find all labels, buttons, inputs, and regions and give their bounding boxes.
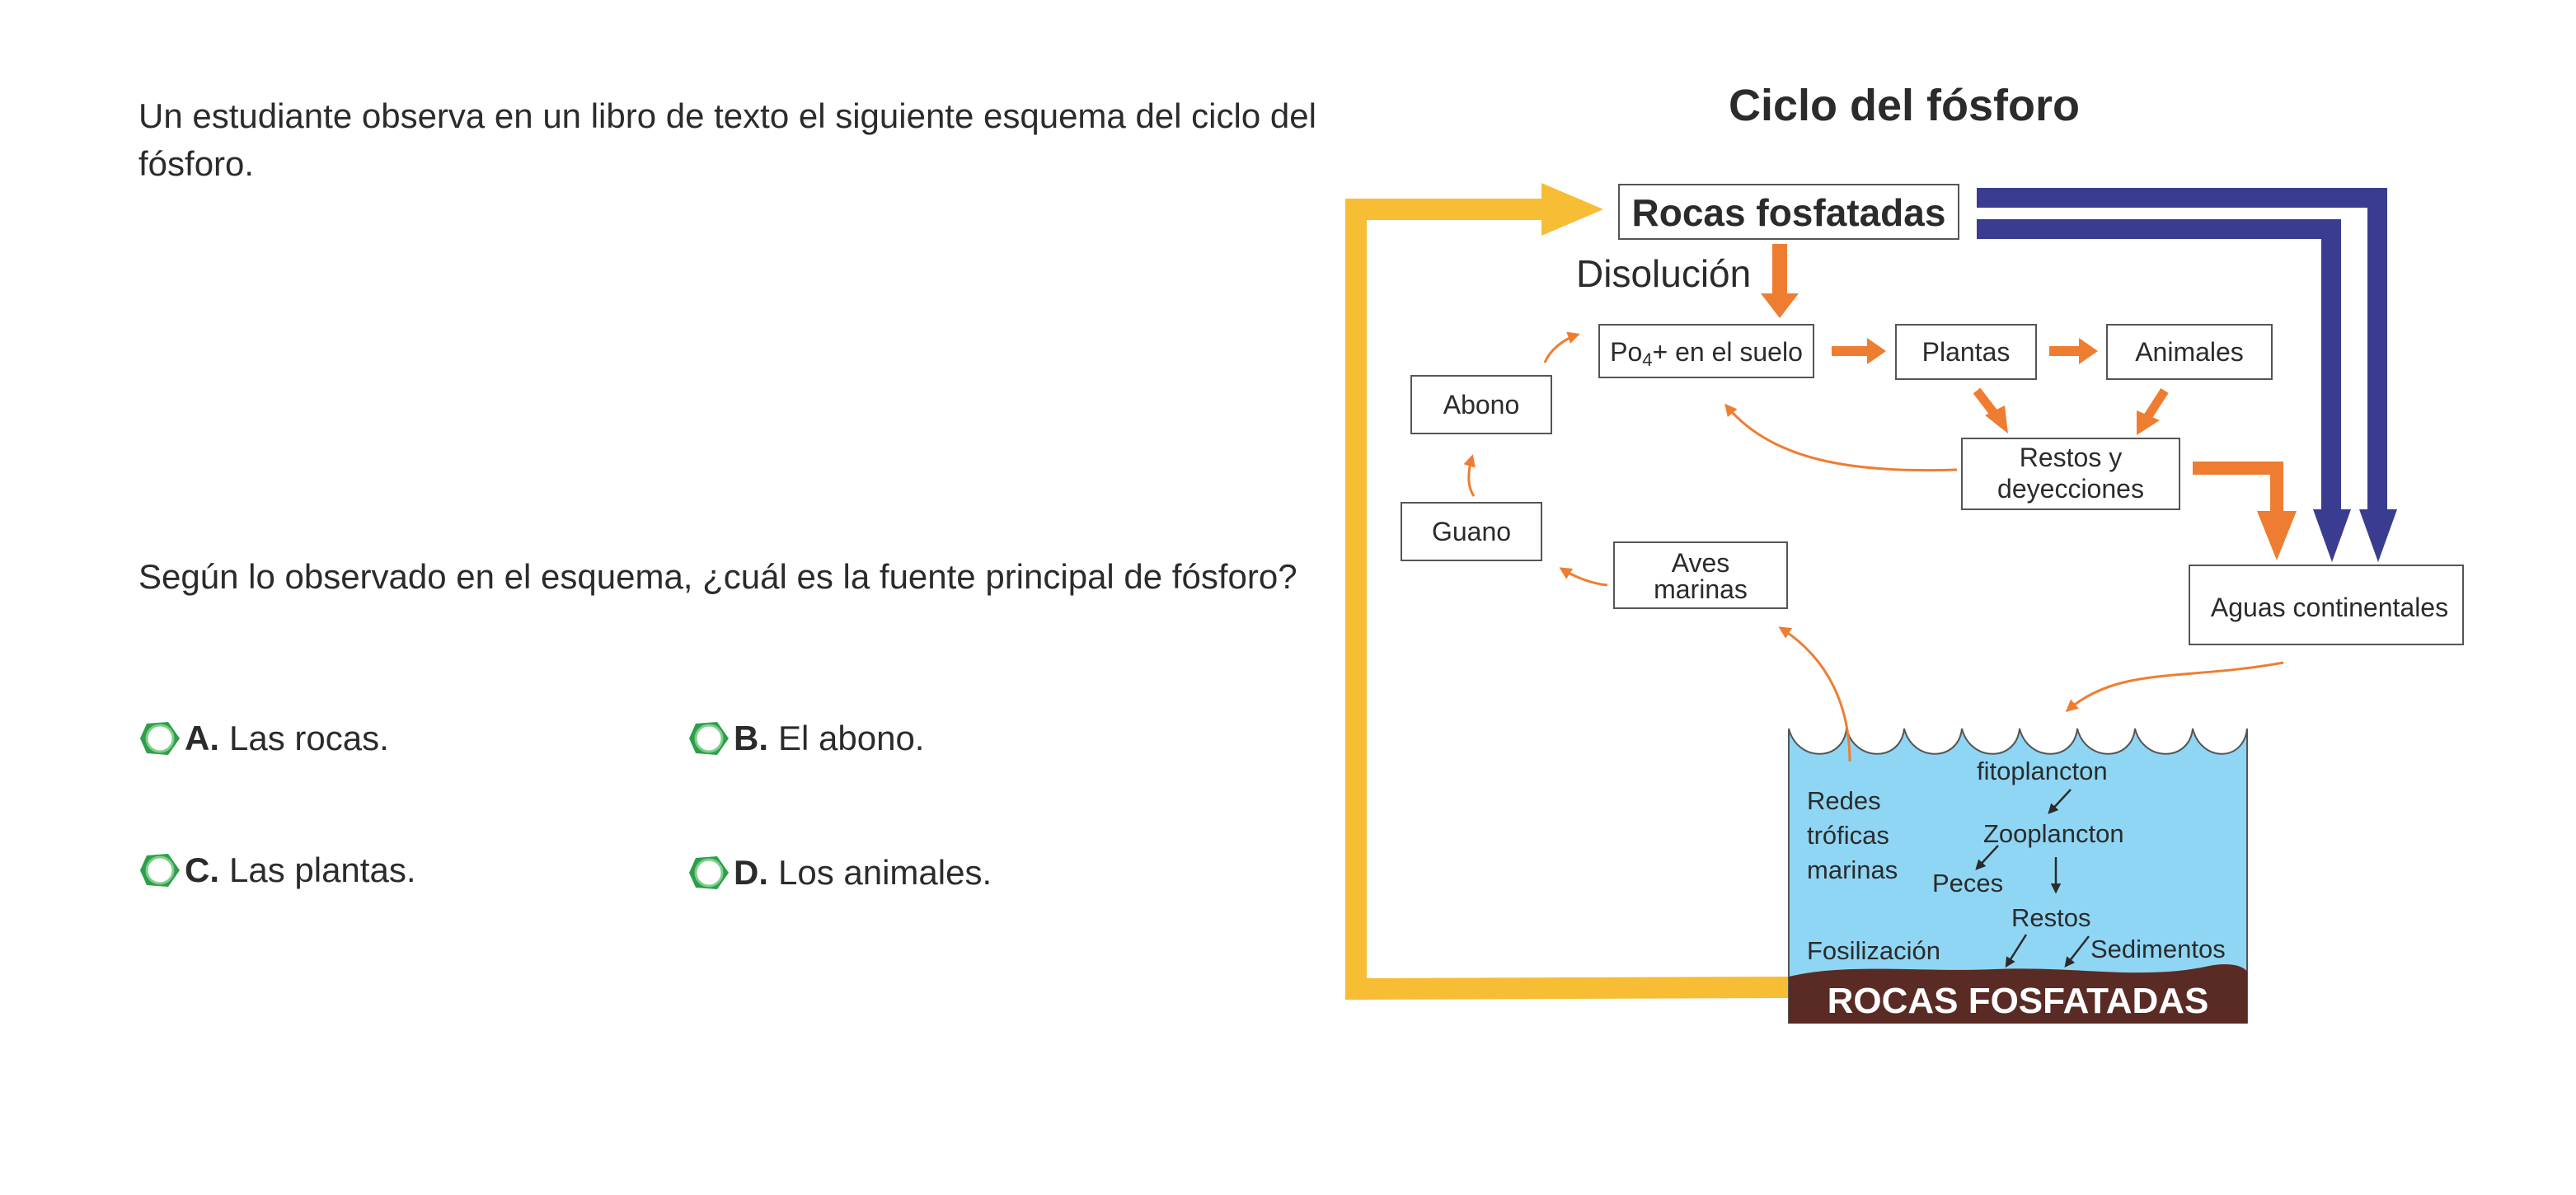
option-label: Las rocas.: [229, 719, 389, 757]
guano-label: Guano: [1432, 517, 1511, 546]
arrow-animales-restos: [2142, 388, 2169, 421]
fitoplancton-label: fitoplancton: [1977, 757, 2108, 785]
aves-box: [1613, 541, 1788, 609]
arrow-aguas-ocean: [2065, 661, 2284, 712]
option-a[interactable]: A. Las rocas.: [138, 717, 389, 760]
aves-line1: Aves: [1672, 548, 1730, 578]
arrow-guano-abono: [1463, 454, 1476, 497]
arrow-aves-guano: [1559, 567, 1608, 587]
radio-icon[interactable]: [687, 851, 730, 894]
arrow-zoo-peces: [1975, 845, 1999, 870]
animales-label: Animales: [2135, 337, 2244, 367]
aguas-box: [2189, 565, 2464, 645]
restos-ocean-label: Restos: [2011, 903, 2090, 932]
plantas-label: Plantas: [1922, 337, 2011, 367]
intro-text: Un estudiante observa en un libro de tex…: [138, 96, 1316, 183]
po4-label: Po4+ en el suelo: [1610, 337, 1803, 370]
arrow-restos-rocas: [2005, 934, 2028, 968]
fosilizacion-label: Fosilización: [1807, 936, 1940, 965]
dissolution-arrow: [1761, 244, 1799, 318]
rocas-top-label: Rocas fosfatadas: [1632, 191, 1946, 234]
arrow-plantas-animales: [2049, 338, 2098, 364]
option-letter: A.: [185, 719, 219, 757]
option-b[interactable]: B. El abono.: [687, 717, 924, 760]
redes-line3: marinas: [1807, 855, 1898, 884]
fossilization-return-arrow: [1345, 183, 1790, 1001]
sedimentos-label: Sedimentos: [2090, 935, 2226, 963]
rocas-bottom-label: ROCAS FOSFATADAS: [1828, 981, 2209, 1021]
rocas-top-box: [1618, 184, 1959, 240]
disolucion-label: Disolución: [1576, 252, 1751, 295]
radio-icon[interactable]: [138, 717, 181, 760]
radio-icon[interactable]: [687, 717, 730, 760]
guano-box: [1401, 502, 1542, 561]
arrow-sedimentos: [2064, 935, 2090, 968]
redes-line1: Redes: [1807, 786, 1881, 815]
restos-box: [1961, 438, 2180, 510]
option-label: Los animales.: [778, 853, 992, 892]
aguas-label: Aguas continentales: [2211, 593, 2448, 622]
option-letter: B.: [734, 719, 768, 757]
ocean: ROCAS FOSFATADAS: [1788, 725, 2248, 1024]
option-label: Las plantas.: [229, 851, 416, 889]
restos-line2: deyecciones: [1997, 474, 2144, 504]
rock-layer: [1789, 964, 2247, 1024]
option-d[interactable]: D. Los animales.: [687, 851, 992, 894]
arrow-abono-po4: [1543, 331, 1580, 363]
arrow-ocean-aves: [1778, 626, 1851, 762]
abono-box: [1410, 375, 1552, 434]
zooplancton-label: Zooplancton: [1983, 819, 2124, 848]
arrow-restos-aguas: [2193, 462, 2297, 560]
po4-box: [1598, 324, 1814, 378]
abono-label: Abono: [1443, 390, 1520, 419]
radio-icon[interactable]: [138, 849, 181, 892]
option-c[interactable]: C. Las plantas.: [138, 849, 416, 892]
option-letter: D.: [734, 853, 768, 892]
plantas-box: [1895, 324, 2037, 380]
aves-line2: marinas: [1654, 574, 1748, 604]
arrow-fito-zoo: [2048, 789, 2072, 814]
diagram-title: Ciclo del fósforo: [1729, 81, 2080, 130]
option-letter: C.: [185, 851, 219, 889]
redes-line2: tróficas: [1807, 821, 1889, 850]
runoff-arrows: [1977, 188, 2397, 562]
question-text: Según lo observado en el esquema, ¿cuál …: [138, 557, 1297, 596]
restos-line1: Restos y: [2020, 443, 2122, 472]
arrow-po4-plantas: [1832, 338, 1886, 364]
arrow-restos-po4: [1724, 403, 1958, 472]
option-label: El abono.: [778, 719, 925, 757]
animales-box: [2106, 324, 2273, 380]
peces-label: Peces: [1932, 869, 2003, 897]
